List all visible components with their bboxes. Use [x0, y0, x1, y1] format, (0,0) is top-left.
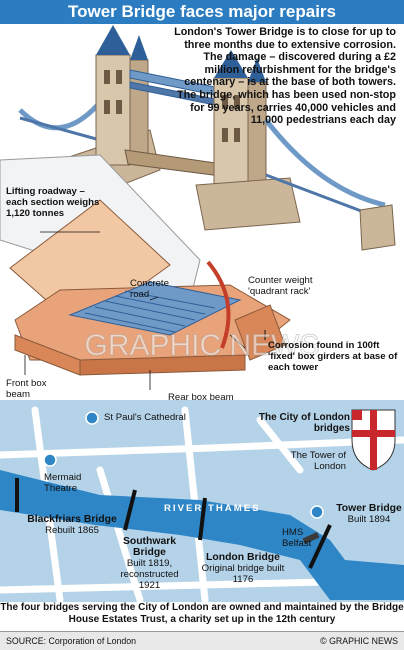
- bridge-blackfriars: Blackfriars Bridge Rebuilt 1865: [22, 514, 122, 536]
- bridge-name: Southwark Bridge: [122, 536, 177, 558]
- source-text: SOURCE: Corporation of London: [6, 636, 137, 646]
- rear-box-beam-label: Rear box beam: [168, 392, 234, 403]
- concrete-road-label: Concrete road: [130, 278, 169, 300]
- bridge-detail: Rebuilt 1865: [45, 525, 99, 536]
- counter-weight-label: Counter weight 'quadrant rack': [248, 275, 313, 297]
- corrosion-label: Corrosion found in 100ft 'fixed' box gir…: [268, 340, 398, 373]
- lifting-roadway-label: Lifting roadway – each section weighs 1,…: [6, 186, 100, 219]
- city-bridges-map: [0, 400, 404, 604]
- river-thames-label: RIVER THAMES: [164, 503, 261, 514]
- front-box-beam-label: Front box beam: [6, 378, 47, 400]
- bridge-tower: Tower Bridge Built 1894: [336, 503, 402, 525]
- caption: The four bridges serving the City of Lon…: [0, 602, 404, 625]
- st-pauls-label: St Paul's Cathedral: [104, 412, 186, 423]
- credit-text: © GRAPHIC NEWS: [320, 636, 398, 646]
- bridge-london: London Bridge Original bridge built 1176: [198, 552, 288, 585]
- page-title: Tower Bridge faces major repairs: [0, 0, 404, 24]
- city-bridges-title: The City of London bridges: [258, 412, 350, 434]
- hms-belfast-label: HMS Belfast: [282, 527, 312, 549]
- bridge-detail: Original bridge built 1176: [201, 563, 285, 585]
- intro-paragraph: London's Tower Bridge is to close for up…: [174, 26, 396, 127]
- tower-of-london-label: The Tower of London: [290, 450, 346, 472]
- bridge-name: Tower Bridge: [336, 503, 402, 514]
- mermaid-theatre-label: Mermaid Theatre: [44, 472, 82, 494]
- bridge-name: Blackfriars Bridge: [27, 514, 117, 525]
- bridge-southwark: Southwark Bridge Built 1819, reconstruct…: [112, 536, 187, 591]
- watermark: GRAPHIC NEWS: [84, 329, 319, 362]
- bridge-detail: Built 1819, reconstructed 1921: [120, 558, 179, 591]
- footer: SOURCE: Corporation of London © GRAPHIC …: [0, 631, 404, 650]
- bascule-cutaway-detail: [0, 154, 291, 390]
- bridge-name: London Bridge: [206, 552, 280, 563]
- infographic-illustration: GRAPHIC NEWS: [0, 25, 404, 604]
- bridge-detail: Built 1894: [347, 514, 391, 525]
